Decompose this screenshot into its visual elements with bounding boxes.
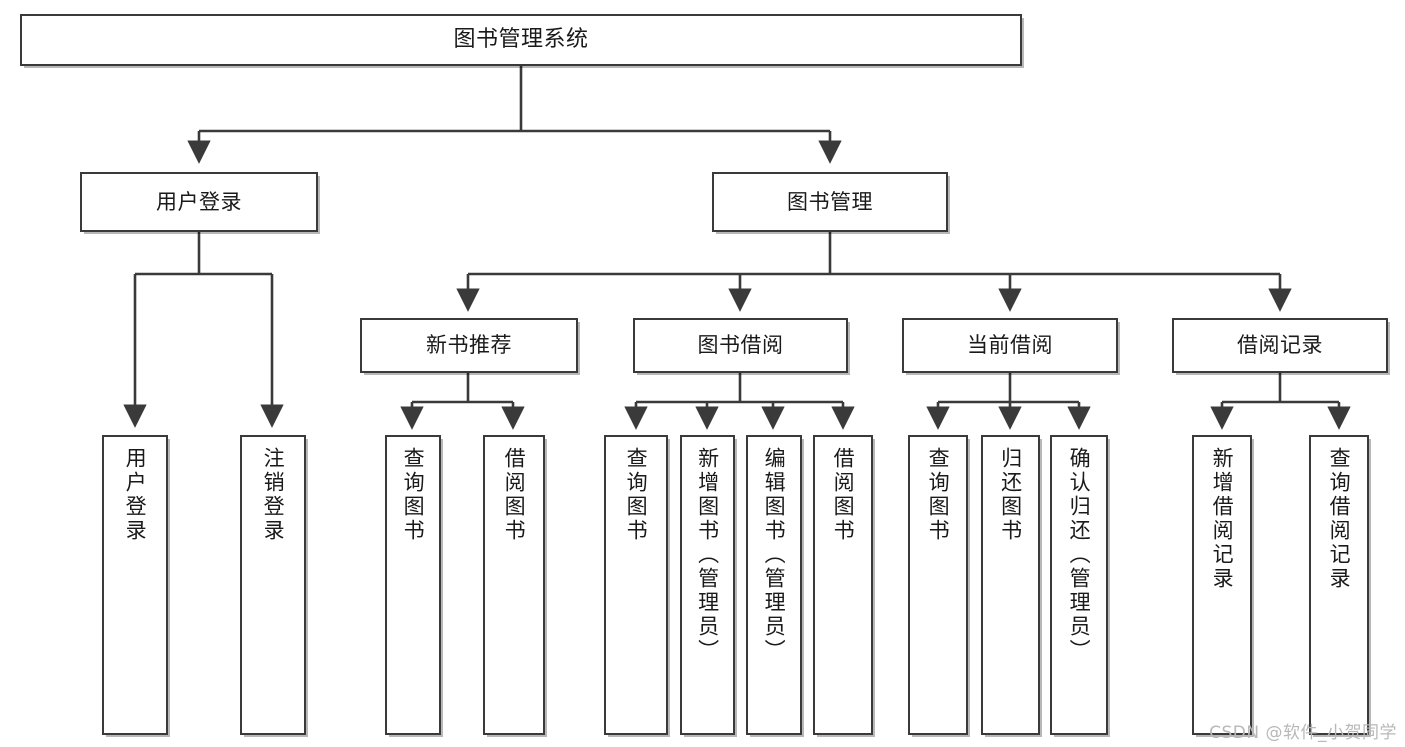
node-book-manage[interactable]: 图书管理 bbox=[712, 172, 948, 232]
node-root[interactable]: 图书管理系统 bbox=[20, 14, 1022, 66]
node-leaf-return-book-label: 归还图书 bbox=[998, 447, 1023, 543]
node-user-login[interactable]: 用户登录 bbox=[80, 172, 318, 232]
node-leaf-query-book-2[interactable]: 查询图书 bbox=[604, 435, 668, 735]
node-new-book-rec-label: 新书推荐 bbox=[426, 333, 512, 358]
node-leaf-query-book-1[interactable]: 查询图书 bbox=[385, 435, 441, 735]
node-borrow-record-label: 借阅记录 bbox=[1237, 333, 1323, 358]
node-new-book-rec[interactable]: 新书推荐 bbox=[360, 318, 578, 373]
node-book-borrow-label: 图书借阅 bbox=[697, 333, 784, 358]
node-root-label: 图书管理系统 bbox=[453, 27, 589, 53]
node-leaf-logout-label: 注销登录 bbox=[261, 447, 286, 543]
node-leaf-confirm-return-label: 确认归还（管理员） bbox=[1067, 447, 1092, 663]
node-leaf-borrow-book-1[interactable]: 借阅图书 bbox=[483, 435, 545, 735]
node-leaf-user-login[interactable]: 用户登录 bbox=[102, 435, 168, 735]
node-leaf-logout[interactable]: 注销登录 bbox=[240, 435, 306, 735]
node-leaf-add-book-label: 新增图书（管理员） bbox=[695, 447, 720, 663]
node-leaf-borrow-book-1-label: 借阅图书 bbox=[502, 447, 527, 543]
node-leaf-user-login-label: 用户登录 bbox=[123, 447, 148, 543]
node-leaf-borrow-book-2-label: 借阅图书 bbox=[831, 447, 856, 543]
node-leaf-add-book[interactable]: 新增图书（管理员） bbox=[680, 435, 735, 735]
node-leaf-query-record[interactable]: 查询借阅记录 bbox=[1309, 435, 1369, 735]
node-leaf-query-record-label: 查询借阅记录 bbox=[1327, 447, 1352, 591]
node-leaf-edit-book[interactable]: 编辑图书（管理员） bbox=[746, 435, 802, 735]
node-current-borrow-label: 当前借阅 bbox=[967, 333, 1053, 358]
node-user-login-label: 用户登录 bbox=[156, 189, 242, 214]
node-leaf-add-record-label: 新增借阅记录 bbox=[1210, 447, 1235, 591]
node-leaf-confirm-return[interactable]: 确认归还（管理员） bbox=[1050, 435, 1108, 735]
node-leaf-borrow-book-2[interactable]: 借阅图书 bbox=[813, 435, 873, 735]
node-leaf-edit-book-label: 编辑图书（管理员） bbox=[762, 447, 787, 663]
node-leaf-add-record[interactable]: 新增借阅记录 bbox=[1192, 435, 1252, 735]
node-leaf-return-book[interactable]: 归还图书 bbox=[981, 435, 1040, 735]
node-leaf-query-book-3[interactable]: 查询图书 bbox=[908, 435, 968, 735]
node-leaf-query-book-3-label: 查询图书 bbox=[926, 447, 951, 543]
node-borrow-record[interactable]: 借阅记录 bbox=[1172, 318, 1388, 373]
node-book-manage-label: 图书管理 bbox=[787, 189, 873, 214]
node-leaf-query-book-2-label: 查询图书 bbox=[624, 447, 649, 543]
node-leaf-query-book-1-label: 查询图书 bbox=[401, 447, 426, 543]
node-book-borrow[interactable]: 图书借阅 bbox=[633, 318, 848, 373]
node-current-borrow[interactable]: 当前借阅 bbox=[902, 318, 1118, 373]
